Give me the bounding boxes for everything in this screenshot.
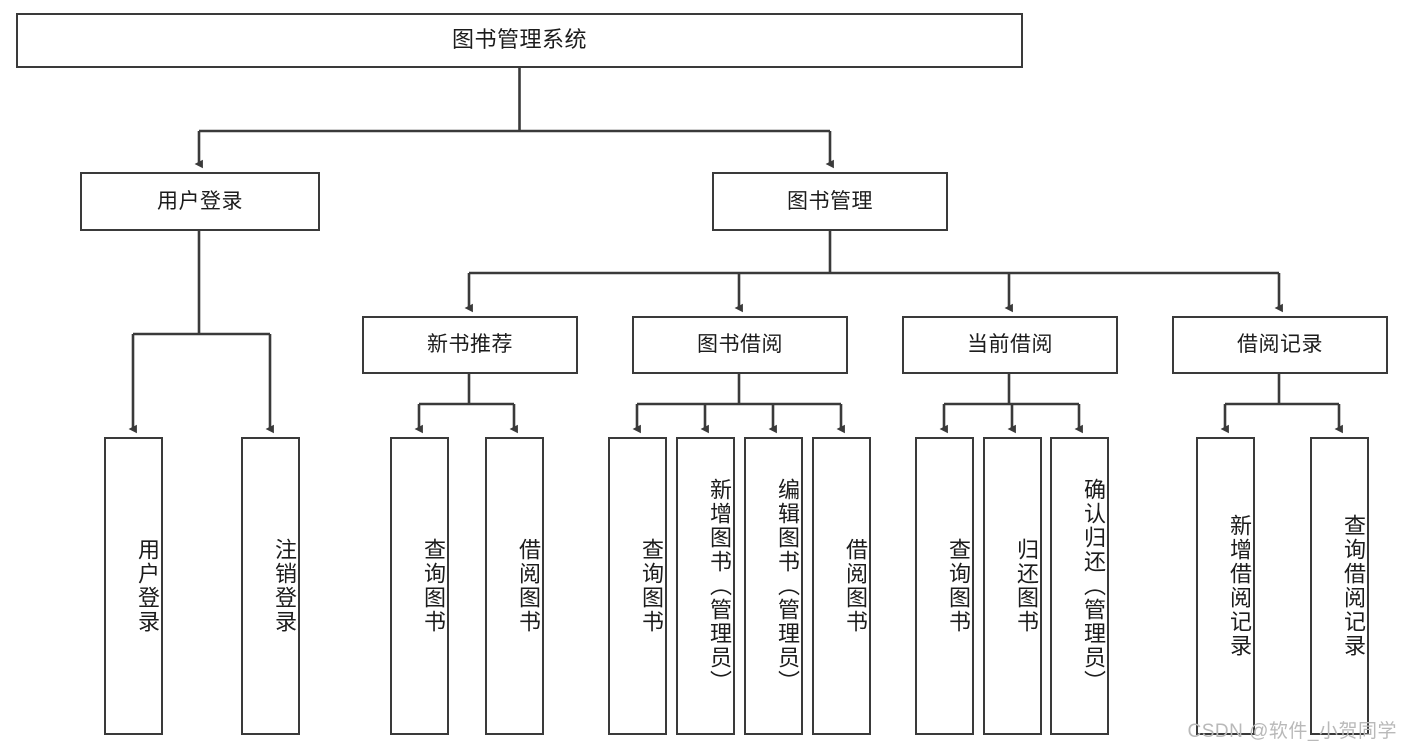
node-book-borrow[interactable]: 图书借阅 bbox=[632, 316, 848, 374]
leaf-current-borrow-return-book[interactable]: 归还图书 bbox=[983, 437, 1042, 735]
node-label: 注销登录 bbox=[272, 538, 297, 634]
node-label: 借阅图书 bbox=[516, 538, 541, 634]
node-root-book-management-system[interactable]: 图书管理系统 bbox=[16, 13, 1023, 68]
node-label: 当前借阅 bbox=[967, 333, 1053, 357]
node-current-borrow[interactable]: 当前借阅 bbox=[902, 316, 1118, 374]
leaf-user-login-logout[interactable]: 注销登录 bbox=[241, 437, 300, 735]
leaf-current-borrow-confirm-return-admin[interactable]: 确认归还（管理员） bbox=[1050, 437, 1109, 735]
leaf-new-book-borrow-book[interactable]: 借阅图书 bbox=[485, 437, 544, 735]
node-label: 用户登录 bbox=[157, 189, 243, 213]
node-label: 新书推荐 bbox=[427, 333, 513, 357]
node-label: 归还图书 bbox=[1014, 538, 1039, 634]
node-new-book-recommend[interactable]: 新书推荐 bbox=[362, 316, 578, 374]
leaf-current-borrow-query-book[interactable]: 查询图书 bbox=[915, 437, 974, 735]
leaf-book-borrow-edit-book-admin[interactable]: 编辑图书（管理员） bbox=[744, 437, 803, 735]
node-label: 新增图书（管理员） bbox=[707, 478, 732, 694]
leaf-user-login-login[interactable]: 用户登录 bbox=[104, 437, 163, 735]
node-user-login[interactable]: 用户登录 bbox=[80, 172, 320, 231]
leaf-book-borrow-add-book-admin[interactable]: 新增图书（管理员） bbox=[676, 437, 735, 735]
watermark-text: CSDN @软件_小贺同学 bbox=[1187, 721, 1397, 742]
node-label: 图书借阅 bbox=[697, 333, 783, 357]
leaf-new-book-query-book[interactable]: 查询图书 bbox=[390, 437, 449, 735]
node-label: 查询借阅记录 bbox=[1341, 514, 1366, 658]
node-label: 确认归还（管理员） bbox=[1081, 478, 1106, 694]
leaf-borrow-record-query-record[interactable]: 查询借阅记录 bbox=[1310, 437, 1369, 735]
node-label: 用户登录 bbox=[135, 538, 160, 634]
leaf-book-borrow-query-book[interactable]: 查询图书 bbox=[608, 437, 667, 735]
node-label: 查询图书 bbox=[421, 538, 446, 634]
node-label: 查询图书 bbox=[946, 538, 971, 634]
node-label: 借阅记录 bbox=[1237, 333, 1323, 357]
node-label: 新增借阅记录 bbox=[1227, 514, 1252, 658]
node-book-management[interactable]: 图书管理 bbox=[712, 172, 948, 231]
node-label: 图书管理系统 bbox=[451, 27, 587, 53]
node-label: 编辑图书（管理员） bbox=[775, 478, 800, 694]
node-label: 图书管理 bbox=[787, 189, 873, 213]
leaf-book-borrow-borrow-book[interactable]: 借阅图书 bbox=[812, 437, 871, 735]
leaf-borrow-record-add-record[interactable]: 新增借阅记录 bbox=[1196, 437, 1255, 735]
node-label: 查询图书 bbox=[639, 538, 664, 634]
node-label: 借阅图书 bbox=[843, 538, 868, 634]
node-borrow-record[interactable]: 借阅记录 bbox=[1172, 316, 1388, 374]
